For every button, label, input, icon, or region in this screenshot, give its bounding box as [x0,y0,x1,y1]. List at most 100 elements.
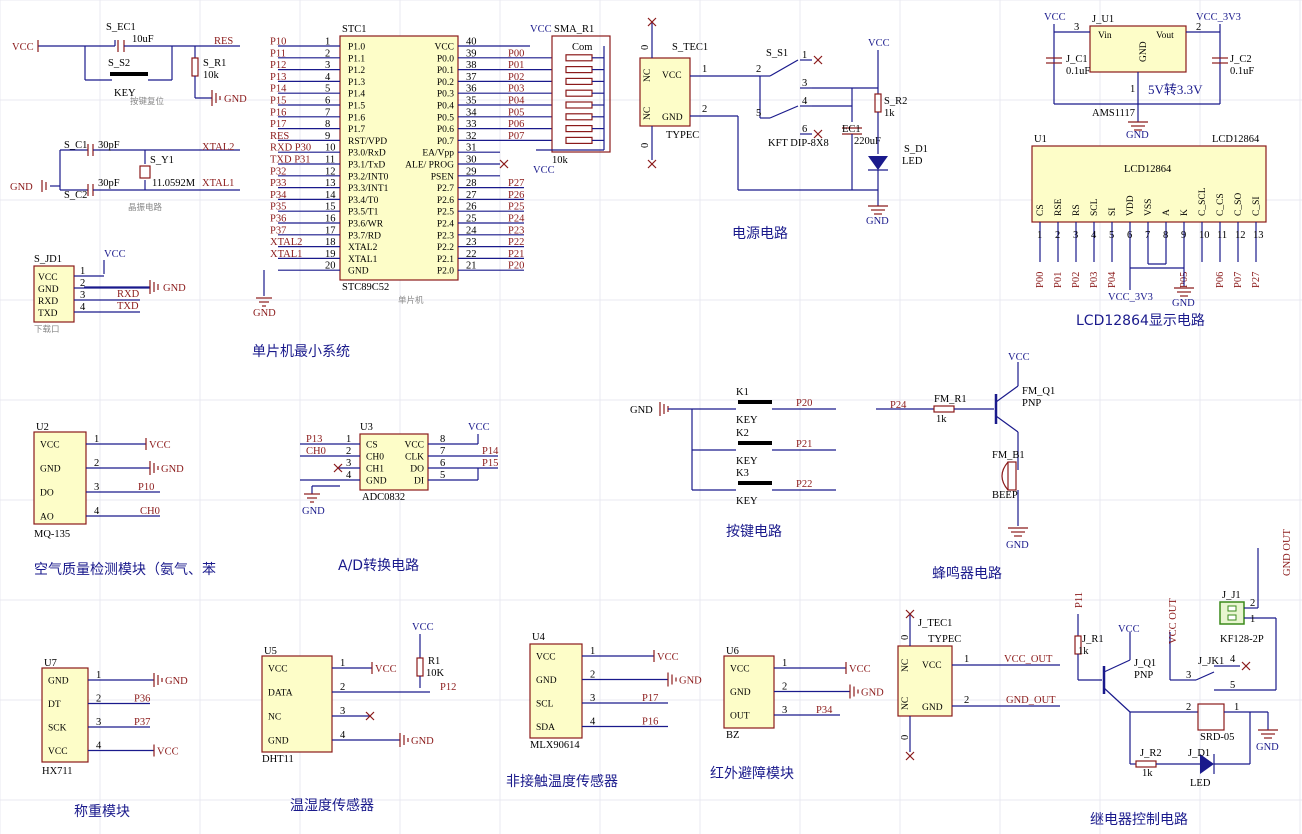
adc-left-pin: GND [366,477,387,487]
buzzer-vcc-label: VCC [1008,352,1030,363]
relay-coil-n1: 1 [1234,702,1239,713]
mcu-left-net: P36 [270,214,286,225]
crystal-value: 11.0592M [152,178,196,189]
net-xtal2-label: XTAL2 [202,142,234,153]
hx-pin-vcc: VCC [48,747,68,757]
mcu-left-pin: P3.4/T0 [348,196,379,206]
lcd-pin-num: 13 [1253,230,1264,241]
mcu-right-pin: P0.6 [437,125,454,135]
hx-pin-num: 3 [96,717,101,728]
relay-r1-ref: J_R1 [1082,634,1104,645]
adc-right-net: P15 [482,458,498,469]
section-title-keys: 按键电路 [726,524,782,540]
relay-circuit: P11 J_R1 1k VCC J_Q1 PNP J_R2 1k J_D1 LE… [1074,528,1293,789]
lcd-pin-a: A [1162,209,1172,216]
mcu-left-net: P17 [270,119,286,130]
hx-gnd-net: GND [165,676,188,687]
mlx-pin-gnd: GND [536,676,557,686]
download-pin-rxd: RXD [38,297,58,307]
ldo-vcc3v3-label: VCC_3V3 [1196,12,1241,23]
mcu-left-pin: P1.4 [348,90,365,100]
mcu-left-pin: P1.1 [348,54,365,64]
section-title-mcu: 单片机最小系统 [252,344,350,360]
crystal-circuit: GND S_C1 30pF S_C2 30pF S_Y1 11.0592M XT… [10,140,240,212]
mcu-right-pin-num: 27 [466,190,477,201]
lcd-pin-num: 7 [1145,230,1150,241]
hx-pin-gnd: GND [48,677,69,687]
mcu-left-pin: P1.2 [348,66,365,76]
reset-cap-ref: S_EC1 [106,22,136,33]
relay-q-part: PNP [1134,670,1153,681]
mcu-right-pin: P2.3 [437,231,454,241]
power-tec-nc2: NC [643,107,653,120]
adc-right-num: 8 [440,434,445,445]
dht-pin-num: 4 [340,730,346,741]
hx-vcc-net: VCC [157,747,179,758]
mq-pin-num: 4 [94,506,100,517]
lcd-pin-num: 9 [1181,230,1186,241]
mcu-left-pin-num: 17 [325,225,336,236]
power-tec-n2: 2 [702,104,707,115]
ldo-c1-value: 0.1uF [1066,66,1090,77]
mcu-left-pin-num: 6 [325,96,330,107]
relay-sw-n3: 3 [1186,670,1191,681]
mcu-left-net: P34 [270,190,287,201]
lcd-pin-si: SI [1108,208,1118,216]
adc-right-num: 6 [440,458,445,469]
relay-d-part: LED [1190,778,1211,789]
lcd-pin-num: 3 [1073,230,1078,241]
mcu-left-net: P11 [270,48,286,59]
bz-vcc-net: VCC [849,664,871,675]
mcu-left-net: P16 [270,107,286,118]
download-rxd-label: RXD [117,289,140,300]
power-sw-n5: 5 [756,108,761,119]
mq135-ref: U2 [36,422,49,433]
mcu-right-pin-num: 29 [466,166,477,177]
mcu-right-net: P24 [508,214,525,225]
power-led-part: LED [902,156,923,167]
ldo-n2: 2 [1196,22,1201,33]
reset-switch-ref: S_S2 [108,58,130,69]
mcu-right-net: P00 [508,48,524,59]
mcu-right-pin-num: 25 [466,214,477,225]
reset-res-ref: S_R1 [203,58,226,69]
adc-left-net: P13 [306,434,322,445]
download-vcc-label: VCC [104,249,126,260]
key-net: P21 [796,439,812,450]
relay-vcc-out: VCC OUT [1168,598,1179,644]
power-r-value: 1k [884,108,895,119]
section-title-buzzer: 蜂鸣器电路 [932,565,1002,582]
section-title-air: 空气质量检测模块（氨气、苯 [34,561,216,578]
adc-left-num: 2 [346,446,351,457]
jtec-vcc-out: VCC_OUT [1004,654,1053,665]
lcd-pin-vss: VSS [1144,199,1154,216]
relay-vcc-label: VCC [1118,624,1140,635]
download-pin-vcc: VCC [38,273,58,283]
power-circuit: S_TEC1 NC NC VCC GND TYPEC 0 0 1 2 S_S1 [639,17,928,227]
mcu-right-net: P20 [508,261,524,272]
mcu-right-pin: P0.1 [437,66,454,76]
jtec-part: TYPEC [928,634,961,645]
relay-jk-ref: J_JK1 [1198,656,1224,667]
mcu-right-pin-num: 33 [466,119,477,130]
power-sw-n2: 2 [756,64,761,75]
mcu-right-net: P03 [508,84,524,95]
relay-p11-label: P11 [1074,592,1085,608]
adc-left-pin: CS [366,441,378,451]
mcu-right-net: P02 [508,72,524,83]
relay-j1-n1: 1 [1250,614,1255,625]
mq135-part: MQ-135 [34,529,70,540]
mcu-left-pin-num: 15 [325,202,336,213]
mq-pin-num: 3 [94,482,99,493]
mcu-left-net: P32 [270,166,286,177]
lcd-pin-num: 5 [1109,230,1114,241]
power-tec-n3: 0 [640,45,651,50]
mcu-right-net: P21 [508,249,524,260]
mlx-pin-vcc: VCC [536,653,556,663]
mcu-gnd-label: GND [253,308,276,319]
sma-com: Com [572,42,592,53]
download-pin-num: 1 [80,266,85,277]
